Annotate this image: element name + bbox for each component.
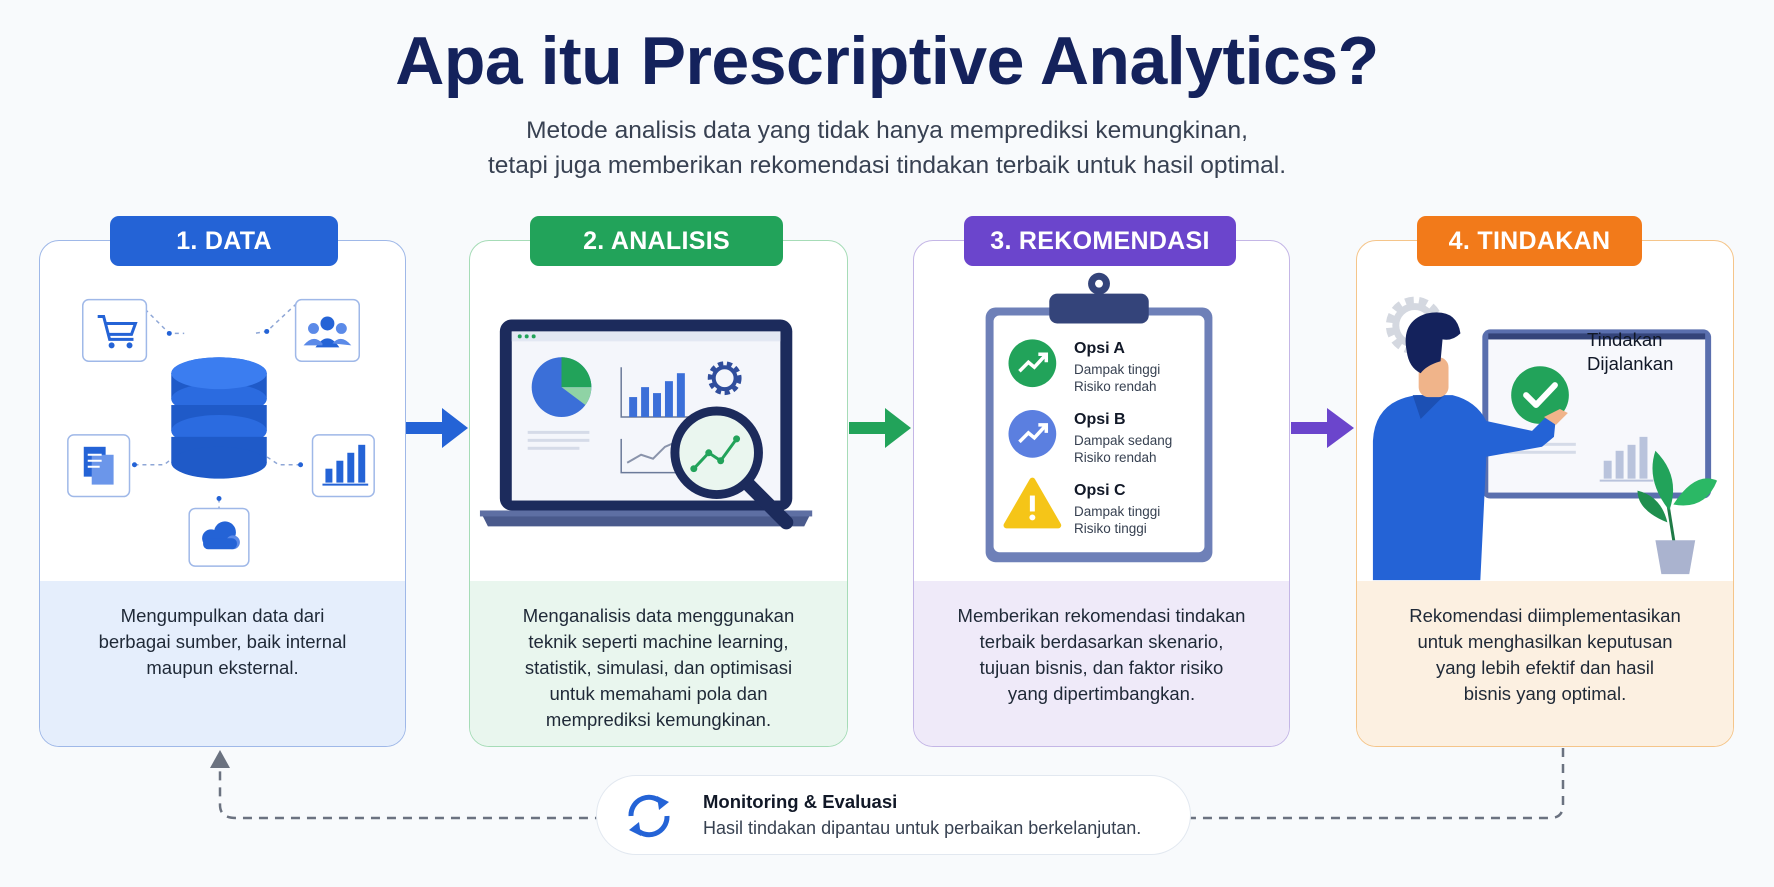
users-icon: [294, 298, 360, 363]
option-item: Opsi B Dampak sedang Risiko rendah: [1074, 411, 1244, 482]
step-label-data: 1. DATA: [110, 216, 338, 266]
page-subtitle: Metode analisis data yang tidak hanya me…: [0, 113, 1774, 183]
action-illustration: [1372, 296, 1718, 581]
subtitle-line-2: tetapi juga memberikan rekomendasi tinda…: [487, 152, 1287, 179]
arrow-right-icon: [406, 408, 468, 448]
monitoring-description: Hasil tindakan dipantau untuk perbaikan …: [703, 818, 1142, 838]
monitoring-title: Monitoring & Evaluasi: [703, 791, 898, 812]
plant-icon: [1637, 450, 1718, 575]
step-label-rekomendasi: 3. REKOMENDASI: [964, 216, 1236, 266]
step-card-tindakan: Tindakan Dijalankan Rekomendasi diimplem…: [1356, 240, 1734, 747]
action-screen-line-2: Dijalankan: [1587, 353, 1674, 374]
bar-chart-icon: [311, 434, 375, 498]
step-description-analisis: Menganalisis data menggunakan teknik sep…: [522, 605, 795, 730]
step-description-rekomendasi: Memberikan rekomendasi tindakan terbaik …: [957, 605, 1246, 704]
step-label-tindakan: 4. TINDAKAN: [1417, 216, 1642, 266]
refresh-icon: [628, 794, 670, 838]
option-item: Opsi A Dampak tinggi Risiko rendah: [1074, 340, 1244, 411]
option-risk: Risiko rendah: [1074, 379, 1157, 394]
action-screen-line-1: Tindakan: [1587, 329, 1663, 350]
option-name: Opsi B: [1074, 411, 1126, 428]
shopping-cart-icon: [82, 298, 148, 363]
action-screen-text: Tindakan Dijalankan: [1587, 328, 1673, 376]
database-icon: [171, 357, 267, 479]
bar-chart-icon: [620, 367, 691, 418]
document-icon: [67, 434, 131, 498]
magnifier-icon: [670, 406, 794, 530]
option-list: Opsi A Dampak tinggi Risiko rendah Opsi …: [1074, 340, 1244, 553]
step-description-tindakan: Rekomendasi diimplementasikan untuk meng…: [1409, 605, 1681, 704]
option-item: Opsi C Dampak tinggi Risiko tinggi: [1074, 482, 1244, 553]
person-icon: [1372, 312, 1568, 581]
option-impact: Dampak tinggi: [1074, 362, 1161, 377]
option-impact: Dampak sedang: [1074, 433, 1173, 448]
subtitle-line-1: Metode analisis data yang tidak hanya me…: [526, 117, 1248, 144]
option-name: Opsi A: [1074, 340, 1125, 357]
step-card-rekomendasi: Opsi A Dampak tinggi Risiko rendah Opsi …: [913, 240, 1290, 747]
clipboard-illustration: [985, 272, 1213, 563]
step-card-analisis: Menganalisis data menggunakan teknik sep…: [469, 240, 848, 747]
laptop-analytics-illustration: [479, 319, 813, 530]
warning-icon: [1003, 477, 1062, 529]
step-label-analisis: 2. ANALISIS: [530, 216, 783, 266]
page-title: Apa itu Prescriptive Analytics?: [395, 23, 1379, 99]
step-description-data: Mengumpulkan data dari berbagai sumber, …: [98, 605, 347, 678]
arrow-right-icon: [1291, 408, 1354, 448]
step-card-data: Mengumpulkan data dari berbagai sumber, …: [39, 240, 406, 747]
data-sources-illustration: [67, 298, 375, 567]
option-risk: Risiko tinggi: [1074, 521, 1147, 536]
check-circle-icon: [1511, 366, 1569, 424]
cloud-icon: [188, 507, 250, 567]
arrow-right-icon: [849, 408, 911, 448]
option-name: Opsi C: [1074, 482, 1126, 499]
pie-chart-icon: [531, 357, 592, 417]
option-impact: Dampak tinggi: [1074, 504, 1161, 519]
trend-up-icon: [1008, 410, 1057, 458]
monitoring-panel: Monitoring & Evaluasi Hasil tindakan dip…: [596, 775, 1191, 855]
gear-icon: [707, 361, 742, 396]
trend-up-icon: [1008, 339, 1057, 388]
option-risk: Risiko rendah: [1074, 450, 1157, 465]
